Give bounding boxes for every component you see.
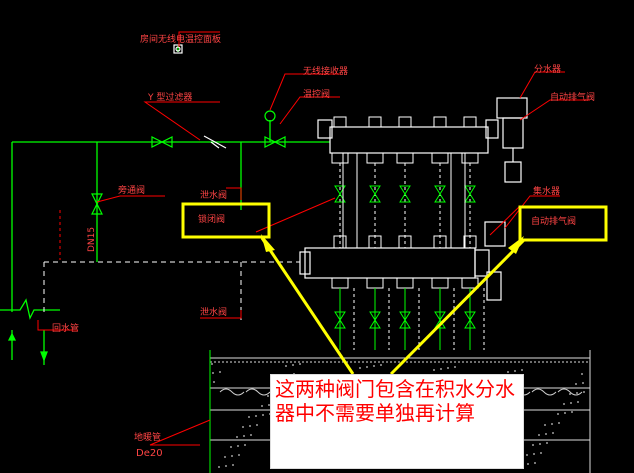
manifold-loop [396, 116, 420, 350]
pipe-valves [91, 44, 286, 215]
manifold-ports [331, 116, 485, 350]
return-pipes [43, 261, 300, 320]
label-collect-manifold: 集水器 [533, 185, 560, 197]
label-thermo-valve: 温控阀 [303, 88, 330, 100]
label-supply-manifold: 分水器 [534, 63, 561, 75]
highlight-annotation [181, 202, 608, 376]
manifold-loop [431, 116, 455, 350]
label-check-valve-bottom: 泄水阀 [200, 306, 227, 318]
manifold-loop [366, 116, 390, 350]
note-callout: 这两种阀门包含在积水分水器中不需要单独再计算 [270, 374, 524, 469]
label-room-panel: 房间无线电温控面板 [140, 33, 221, 45]
leader-lines [37, 31, 590, 446]
label-check-valve-top: 泄水阀 [200, 189, 227, 201]
label-pipe-size: De20 [136, 448, 163, 459]
label-auto-vent-boxed: 自动排气阀 [531, 215, 576, 227]
labels: 房间无线电温控面板 无线接收器 温控阀 Y 型过滤器 旁通阀 泄水阀 锁闭阀 泄… [52, 33, 595, 459]
highlight-arrowheads [261, 234, 524, 254]
label-auto-vent-top: 自动排气阀 [550, 91, 595, 103]
label-pipe-dn: DN15 [87, 227, 97, 252]
label-wireless-receiver: 无线接收器 [303, 65, 348, 77]
label-bypass-valve: 旁通阀 [118, 184, 145, 196]
label-lock-valve: 锁闭阀 [198, 213, 225, 225]
label-floor-pipe: 地暖管 [134, 431, 161, 443]
label-return-pipe: 回水管 [52, 322, 79, 334]
label-y-filter: Y 型过滤器 [147, 91, 192, 103]
manifold-loop [331, 116, 355, 350]
supply-manifold [317, 97, 528, 183]
